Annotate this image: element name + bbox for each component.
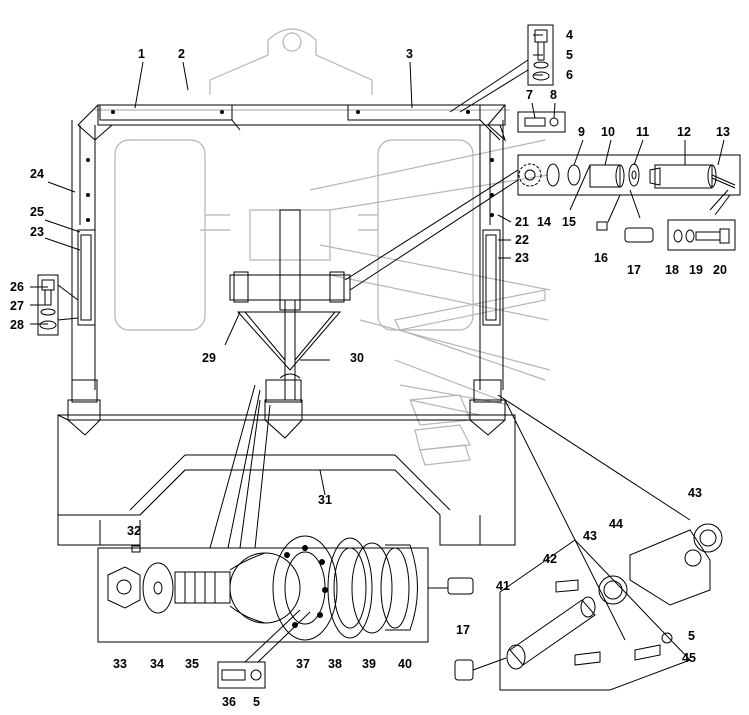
label-5-pin: 5 — [688, 629, 695, 643]
detail-box-upper — [344, 24, 741, 291]
fastener-box-left — [37, 274, 79, 336]
label-43-top: 43 — [688, 486, 702, 500]
label-41: 41 — [496, 579, 510, 593]
label-14: 14 — [537, 215, 551, 229]
label-23-right: 23 — [515, 251, 529, 265]
label-23-left: 23 — [30, 225, 44, 239]
detail-box-lower — [454, 394, 723, 691]
label-9: 9 — [578, 125, 585, 139]
part-labels: 1 2 3 4 5 6 7 8 9 10 11 12 13 14 15 16 1… — [10, 28, 730, 709]
label-32: 32 — [127, 524, 141, 538]
label-1: 1 — [138, 47, 145, 61]
label-3: 3 — [406, 47, 413, 61]
label-40: 40 — [398, 657, 412, 671]
label-19: 19 — [689, 263, 703, 277]
label-5-hub: 5 — [253, 695, 260, 709]
label-22: 22 — [515, 233, 529, 247]
label-27: 27 — [10, 299, 24, 313]
label-13: 13 — [716, 125, 730, 139]
label-17-hub: 17 — [456, 623, 470, 637]
label-37: 37 — [296, 657, 310, 671]
label-16: 16 — [594, 251, 608, 265]
label-12: 12 — [677, 125, 691, 139]
label-7: 7 — [526, 88, 533, 102]
label-10: 10 — [601, 125, 615, 139]
label-36: 36 — [222, 695, 236, 709]
label-33: 33 — [113, 657, 127, 671]
label-30: 30 — [350, 351, 364, 365]
label-20: 20 — [713, 263, 727, 277]
label-44: 44 — [609, 517, 623, 531]
label-35: 35 — [185, 657, 199, 671]
label-45: 45 — [682, 651, 696, 665]
main-frame — [71, 104, 507, 390]
label-6: 6 — [566, 68, 573, 82]
label-31: 31 — [318, 493, 332, 507]
label-17-top: 17 — [627, 263, 641, 277]
label-39: 39 — [362, 657, 376, 671]
label-25: 25 — [30, 205, 44, 219]
label-38: 38 — [328, 657, 342, 671]
blade — [57, 379, 516, 546]
label-34: 34 — [150, 657, 164, 671]
label-24: 24 — [30, 167, 44, 181]
label-15: 15 — [562, 215, 576, 229]
label-28: 28 — [10, 318, 24, 332]
label-4: 4 — [566, 28, 573, 42]
label-29: 29 — [202, 351, 216, 365]
label-11: 11 — [636, 125, 649, 139]
leader-lines — [30, 34, 725, 496]
label-43-mid: 43 — [583, 529, 597, 543]
label-8: 8 — [550, 88, 557, 102]
label-2: 2 — [178, 47, 185, 61]
label-5-top: 5 — [566, 48, 573, 62]
label-26: 26 — [10, 280, 24, 294]
label-21: 21 — [515, 215, 529, 229]
label-42: 42 — [543, 552, 557, 566]
detail-box-hub — [97, 384, 474, 689]
label-18: 18 — [665, 263, 679, 277]
background-outline — [95, 28, 551, 466]
central-linkage — [229, 209, 351, 400]
